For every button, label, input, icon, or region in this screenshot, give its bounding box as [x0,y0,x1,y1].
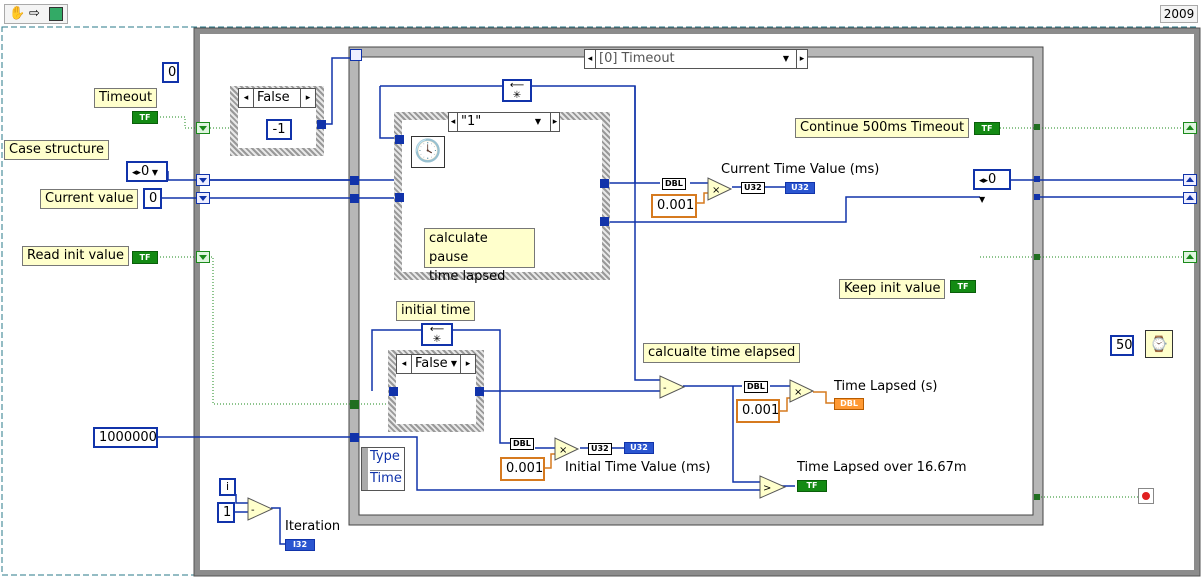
multiplier-1[interactable]: 0.001 [651,194,697,218]
version-label: 2009 [1160,5,1198,23]
initial-time-note: initial time [396,301,476,321]
case-structure-label: Case structure [4,140,109,160]
keep-init-label: Keep init value [839,279,946,299]
event-tunnel-8 [1034,254,1040,260]
output-ring[interactable]: ◂▸0 ▼ [973,169,1011,204]
initial-time-value-label: Initial Time Value (ms) [565,460,711,475]
iteration-label: Iteration [285,519,341,534]
multiplier-3[interactable]: 0.001 [736,399,780,423]
calc-pause-line-2: time lapsed [429,269,506,284]
false-case-tunnel [317,120,326,129]
event-tunnel-6 [1034,176,1040,182]
initial-case-selector[interactable]: ◂False▼▸ [396,354,476,374]
event-selector-label: [0] Timeout [599,51,675,66]
to-u32-2: U32 [588,443,612,455]
iteration-terminal: i [219,478,236,496]
svg-text:-: - [251,505,255,516]
svg-text:×: × [559,445,567,456]
stop-terminal[interactable] [1138,488,1154,504]
svg-text:>: > [763,483,771,494]
continue-label: Continue 500ms Timeout [795,118,970,138]
calc-pause-line-1: calculate pause [429,231,488,265]
time-lapsed-label: Time Lapsed (s) [834,379,938,394]
inner-case-selector[interactable]: ◂"1"▼▸ [448,112,560,132]
timeout-constant[interactable]: 0 [162,62,179,83]
timeout-terminal[interactable]: TF [132,111,158,124]
to-dbl-2: DBL [510,438,534,450]
current-value-constant[interactable]: 0 [143,188,162,209]
svg-text:×: × [794,387,802,398]
inner-tunnel-4 [600,217,609,226]
multiplier-2[interactable]: 0.001 [500,457,545,481]
calc-pause-note: calculate pause time lapsed [424,228,535,284]
false-case-label: False [257,90,290,105]
one-constant[interactable]: 1 [217,502,235,523]
event-time-label: Time [370,470,402,486]
time-over-label: Time Lapsed over 16.67m [797,460,967,475]
case-shift-register [196,174,210,186]
read-init-shift-register [196,251,210,263]
to-dbl-3: DBL [744,381,768,393]
event-tunnel-1 [350,176,359,185]
event-tunnel-4 [350,433,359,442]
case-ring[interactable]: ◂▸0 ▼ [126,161,168,182]
right-shift-register-1 [1183,122,1197,134]
current-time-label: Current Time Value (ms) [721,162,880,177]
right-shift-register-4 [1183,251,1197,263]
current-shift-register [196,192,210,204]
minus-one-constant[interactable]: -1 [266,119,292,140]
false-case-selector[interactable]: ◂False▸ [238,88,316,108]
clock-icon: 🕓 [411,136,445,168]
event-data-node-bar [362,448,368,490]
inner-tunnel-3 [600,179,609,188]
big-constant[interactable]: 1000000 [93,427,158,448]
timeout-label: Timeout [94,88,158,108]
vi-icon[interactable] [49,7,63,21]
event-type-label: Type [370,449,400,464]
inner-tunnel-2 [395,193,404,202]
event-tunnel-7 [1034,194,1040,200]
keep-init-terminal[interactable]: TF [950,280,976,293]
right-shift-register-2 [1183,174,1197,186]
initial-local-variable-icon: ⟵✳ [421,323,453,346]
current-value-label: Current value [40,189,139,209]
toolbar: ✋ ⇨ [4,4,68,24]
wait-ms-icon: ⌚ [1145,330,1173,358]
output-ring-value: 0 [988,172,997,187]
initial-tunnel-2 [475,387,484,396]
initial-tunnel-1 [389,387,398,396]
read-init-terminal[interactable]: TF [132,251,158,264]
event-tunnel-9 [1034,494,1040,500]
initial-time-indicator[interactable]: U32 [624,442,654,454]
read-init-label: Read init value [22,246,129,266]
initial-case-label: False [415,356,448,371]
time-lapsed-indicator[interactable]: DBL [834,398,864,410]
event-selector[interactable]: ◂[0] Timeout▼▸ [584,49,808,69]
event-tunnel-2 [350,194,359,203]
svg-text:×: × [712,185,720,196]
current-time-indicator[interactable]: U32 [785,182,815,194]
inner-case-label: "1" [461,114,482,129]
iteration-indicator[interactable]: I32 [285,539,315,551]
right-shift-register-3 [1183,192,1197,204]
continue-terminal[interactable]: TF [974,122,1000,135]
event-tunnel-3 [350,400,359,409]
to-dbl-1: DBL [662,178,686,190]
event-tunnel-5 [1034,124,1040,130]
local-variable-icon: ⟵✳ [502,79,532,102]
event-data-node: Type Time [361,447,405,491]
stop-icon [1142,492,1150,500]
timeout-shift-register [196,122,210,134]
calc-elapsed-note: calcualte time elapsed [643,343,801,363]
timeout-hourglass-icon [350,49,362,61]
time-over-indicator[interactable]: TF [797,480,827,492]
case-ring-value: 0 [141,164,150,179]
to-u32-1: U32 [741,182,765,194]
arrow-icon[interactable]: ⇨ [29,6,40,21]
hand-icon[interactable]: ✋ [9,6,26,21]
inner-tunnel-1 [395,135,404,144]
svg-text:-: - [663,383,667,394]
wait-constant[interactable]: 50 [1110,335,1134,356]
